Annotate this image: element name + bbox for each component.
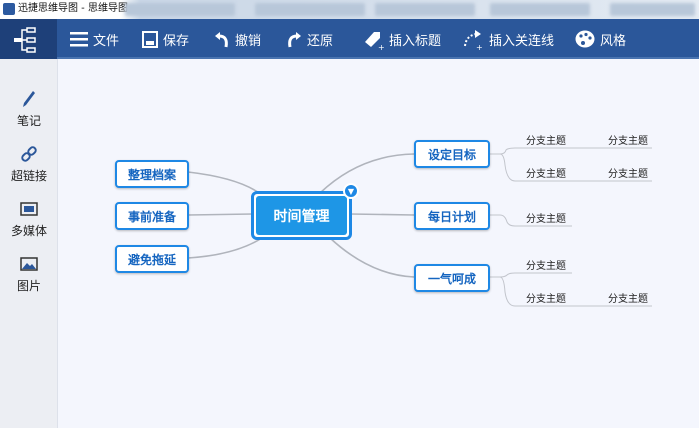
sidebar-item-multimedia[interactable]: 多媒体 [0,199,58,239]
mindmap-structure-icon [14,27,36,53]
collapse-toggle-button[interactable]: ▼ [343,183,359,199]
menu-icon [70,32,88,47]
insert-relation-label: 插入关连线 [489,33,555,49]
topic-node[interactable]: 设定目标 [414,140,490,168]
central-topic[interactable]: 时间管理 [251,191,352,240]
central-topic-label: 时间管理 [256,196,347,235]
sidebar-item-image[interactable]: 图片 [0,254,58,294]
file-menu-button[interactable]: 文件 [70,19,119,59]
subtopic[interactable]: 分支主题 [608,136,648,147]
insert-title-label: 插入标题 [389,33,442,49]
subtopic[interactable]: 分支主题 [526,214,566,225]
taskbar-tab[interactable] [490,3,590,16]
window-title: 迅捷思维导图 - 思维导图 [18,3,128,14]
subtopic[interactable]: 分支主题 [608,169,648,180]
sidebar-item-label: 多媒体 [10,224,47,238]
style-button[interactable]: 风格 [575,19,626,59]
style-label: 风格 [600,33,627,49]
insert-relation-button[interactable]: + 插入关连线 [462,19,554,59]
sidebar-item-label: 超链接 [10,169,47,183]
redo-label: 还原 [307,33,334,49]
file-label: 文件 [93,33,120,49]
save-icon [142,30,158,48]
image-icon [20,257,38,271]
sidebar: 笔记 超链接 多媒体 图片 [0,59,58,428]
app-icon [3,3,15,15]
subtopic[interactable]: 分支主题 [526,294,566,305]
title-bar: 迅捷思维导图 - 思维导图 [0,0,699,19]
subtopic[interactable]: 分支主题 [526,169,566,180]
film-icon [20,202,38,216]
taskbar-tab[interactable] [375,3,475,16]
subtopic[interactable]: 分支主题 [526,136,566,147]
topic-node[interactable]: 一气呵成 [414,264,490,292]
subtopic[interactable]: 分支主题 [526,261,566,272]
save-button[interactable]: 保存 [142,19,189,59]
palette-icon [575,30,595,48]
subtopic[interactable]: 分支主题 [608,294,648,305]
undo-label: 撤销 [235,33,262,49]
taskbar-tab[interactable] [125,3,235,16]
pen-icon [23,91,35,107]
taskbar-tab[interactable] [610,3,695,16]
toolbar: 文件 保存 撤销 还原 + 插入标题 + 插入关连线 风格 [0,19,699,59]
sidebar-item-label: 图片 [16,279,41,293]
svg-text:+: + [476,43,483,50]
mindmap-outline-button[interactable] [0,19,57,59]
sidebar-item-hyperlink[interactable]: 超链接 [0,144,58,184]
save-label: 保存 [163,33,190,49]
topic-node[interactable]: 每日计划 [414,202,490,230]
redo-button[interactable]: 还原 [286,19,333,59]
relation-line-icon: + [464,30,483,50]
undo-icon [215,32,228,48]
topic-node[interactable]: 整理档案 [115,160,189,188]
topic-node[interactable]: 避免拖延 [115,245,189,273]
tag-icon: + [365,32,384,50]
redo-icon [288,32,301,48]
sidebar-item-label: 笔记 [16,114,41,128]
sidebar-item-note[interactable]: 笔记 [0,89,58,129]
topic-node[interactable]: 事前准备 [115,202,189,230]
svg-text:+: + [378,43,384,50]
link-icon [21,146,37,162]
taskbar-tab[interactable] [255,3,365,16]
triangle-down-icon: ▼ [347,186,355,196]
insert-title-button[interactable]: + 插入标题 [362,19,441,59]
undo-button[interactable]: 撤销 [214,19,261,59]
